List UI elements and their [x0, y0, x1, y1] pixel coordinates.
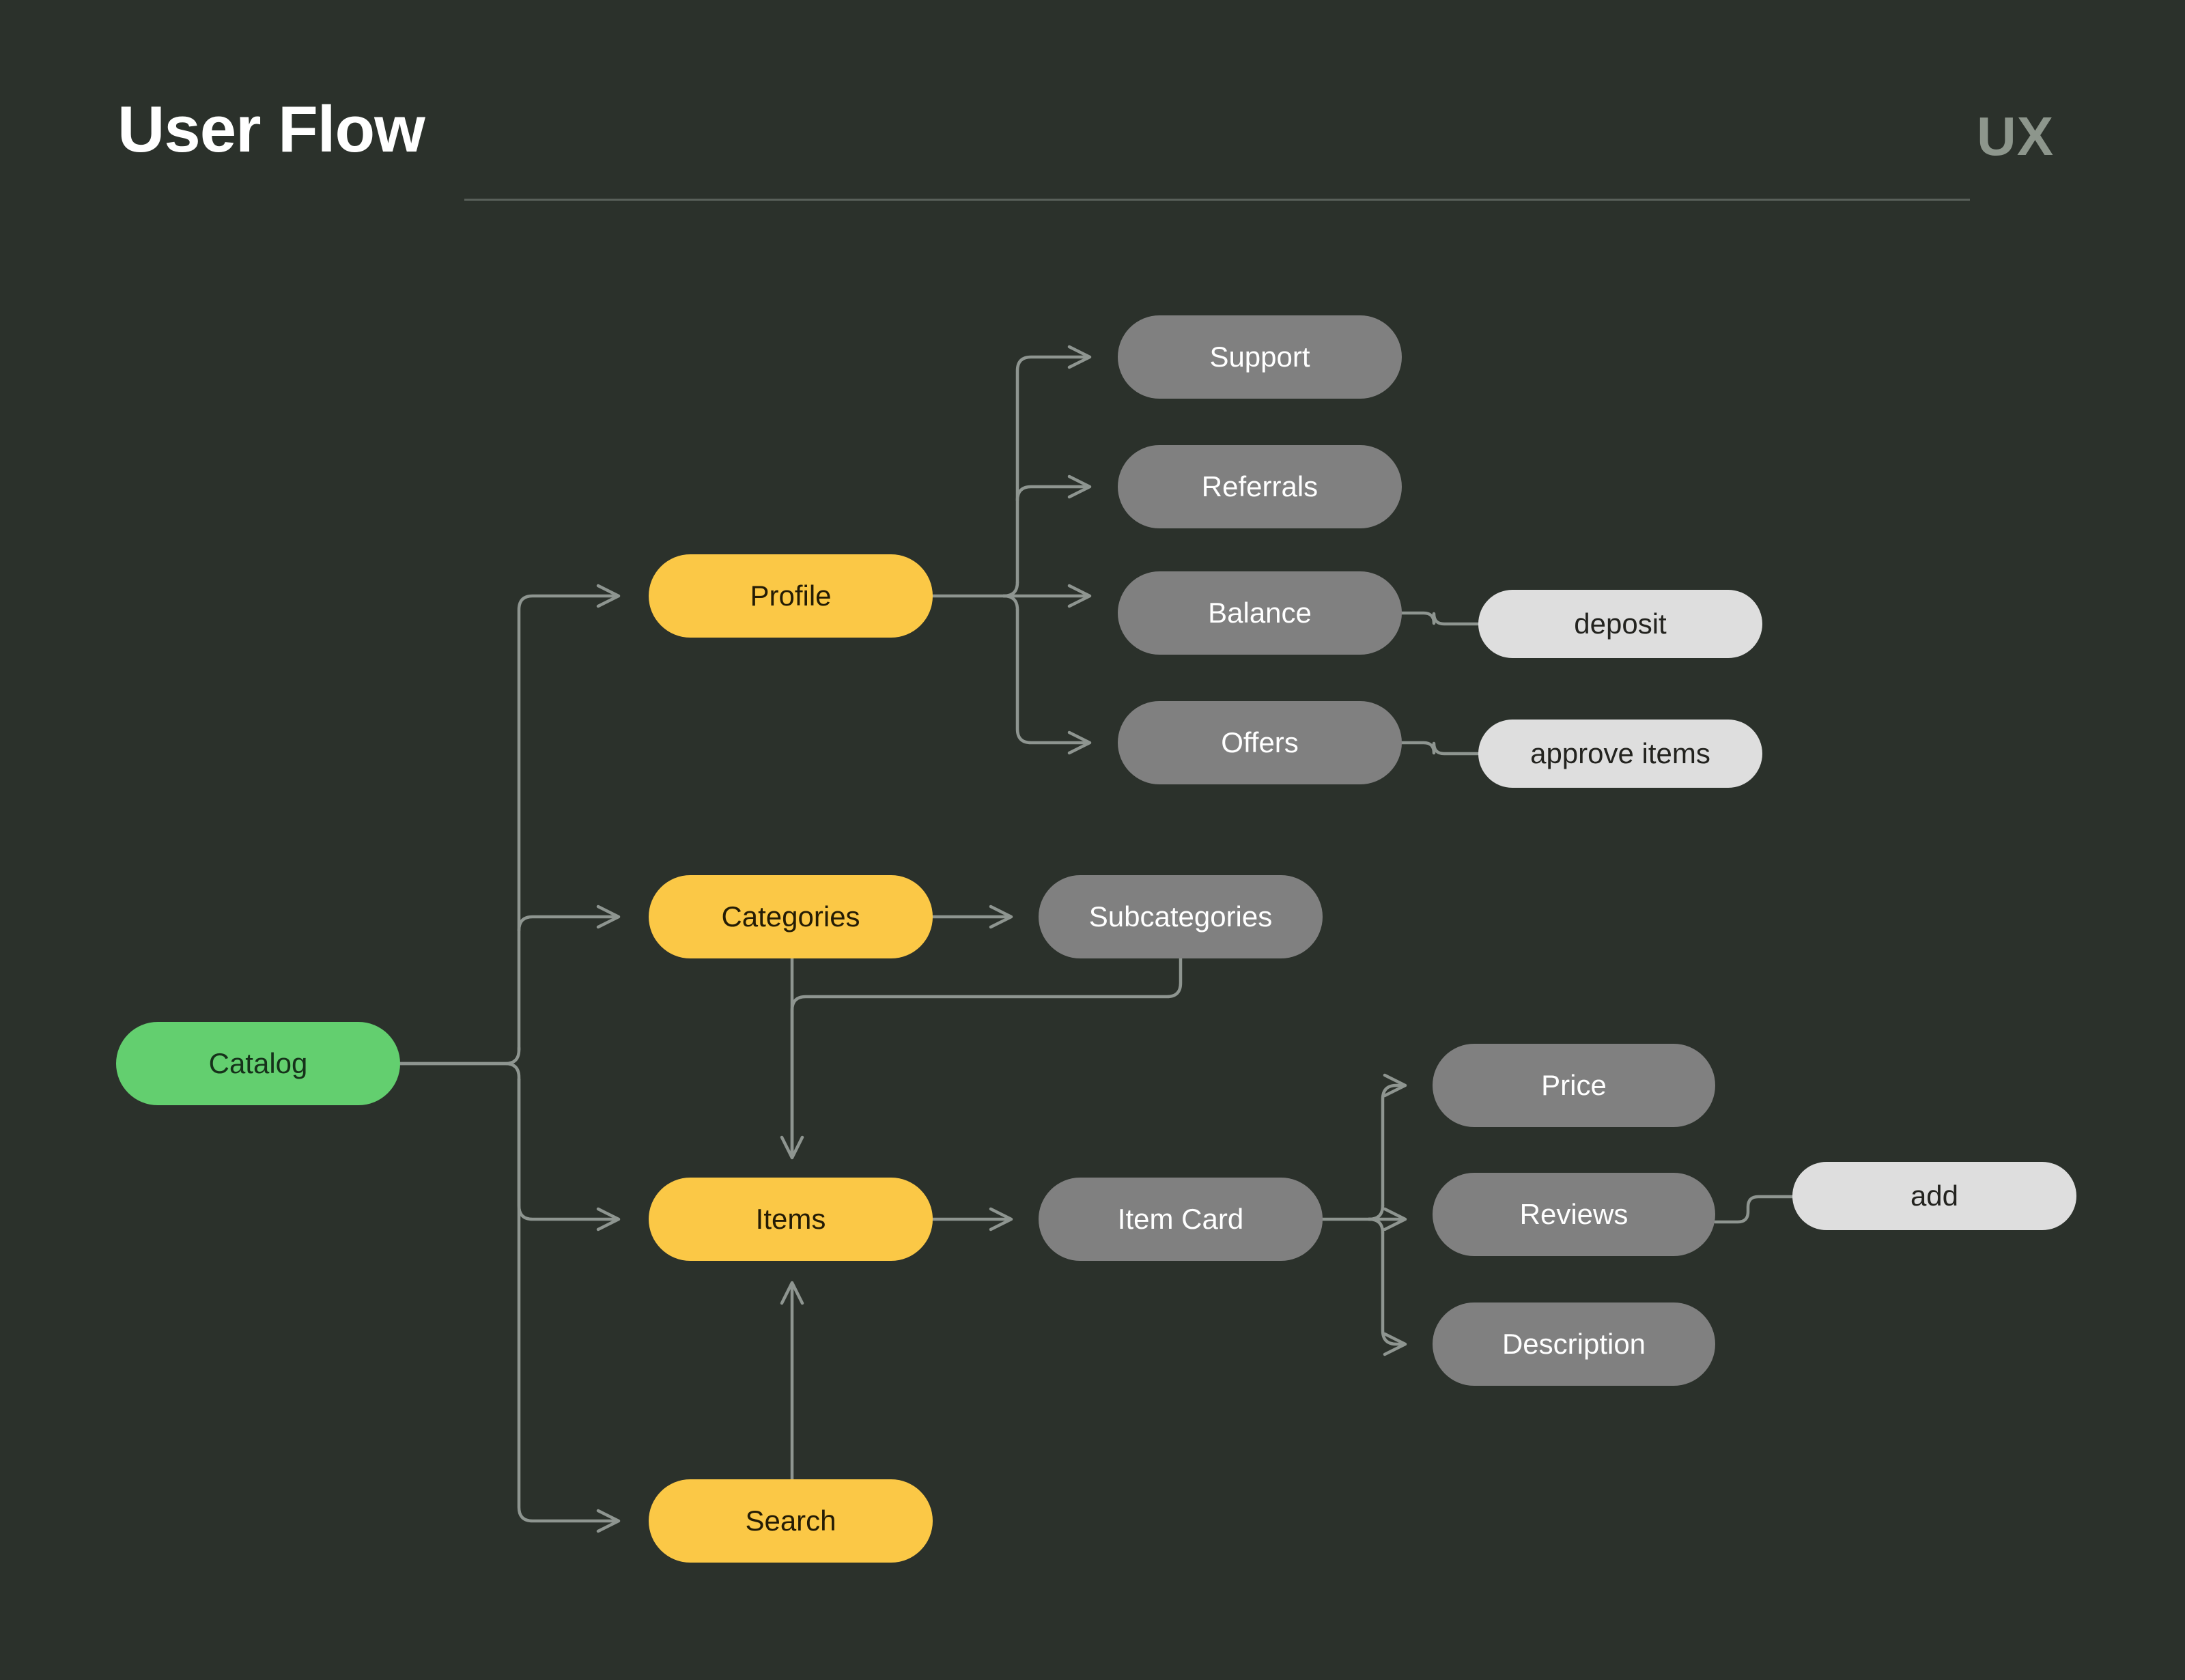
ux-badge: UX — [1977, 106, 2055, 167]
node-balance[interactable]: Balance — [1118, 571, 1402, 655]
node-label-categories: Categories — [721, 900, 860, 932]
node-label-item-card: Item Card — [1117, 1203, 1244, 1235]
node-label-offers: Offers — [1221, 726, 1299, 758]
node-price[interactable]: Price — [1433, 1044, 1715, 1127]
arrowhead-support — [1067, 345, 1092, 369]
node-label-deposit: deposit — [1574, 608, 1667, 640]
arrowhead-subcategories — [989, 905, 1013, 929]
node-label-subcategories: Subcategories — [1088, 900, 1273, 932]
edge-itemcard-corner-up — [1367, 1204, 1385, 1221]
node-add[interactable]: add — [1792, 1162, 2076, 1230]
edge-catalog-search — [517, 1077, 617, 1523]
node-approve-items[interactable]: approve items — [1478, 720, 1762, 788]
edge-itemcard-price — [1381, 1083, 1403, 1208]
arrowhead-categories — [596, 905, 621, 929]
edge-profile-support — [1015, 355, 1088, 584]
edge-catalog-trunk-down — [398, 1062, 521, 1081]
node-label-referrals: Referrals — [1201, 470, 1319, 502]
edge-balance-deposit — [1400, 611, 1480, 626]
node-label-reviews: Reviews — [1519, 1198, 1629, 1230]
edge-catalog-categories — [517, 915, 617, 932]
edge-catalog-items — [517, 1077, 617, 1221]
arrowhead-items-bottom — [780, 1281, 804, 1305]
edge-catalog-trunk-up — [398, 1046, 521, 1066]
arrowhead-search — [596, 1509, 621, 1533]
header-divider — [464, 199, 1970, 201]
node-item-card[interactable]: Item Card — [1039, 1178, 1323, 1261]
node-label-balance: Balance — [1208, 597, 1312, 629]
node-subcategories[interactable]: Subcategories — [1039, 875, 1323, 958]
edge-profile-corner-down — [1002, 594, 1019, 612]
node-label-catalog: Catalog — [208, 1047, 308, 1079]
edge-offers-approve — [1400, 741, 1480, 756]
node-label-approve-items: approve items — [1530, 737, 1710, 769]
arrowhead-offers — [1067, 730, 1092, 755]
node-profile[interactable]: Profile — [649, 554, 933, 638]
arrowhead-description — [1383, 1332, 1407, 1356]
arrowhead-profile — [596, 584, 621, 608]
page-title: User Flow — [117, 93, 425, 166]
node-description[interactable]: Description — [1433, 1302, 1715, 1386]
edge-profile-offers — [1015, 608, 1088, 745]
edge-itemcard-description — [1381, 1231, 1403, 1346]
arrowhead-items-top — [780, 1135, 804, 1160]
edge-profile-corner-up — [1002, 580, 1019, 598]
node-label-description: Description — [1502, 1328, 1646, 1360]
arrowhead-balance — [1067, 584, 1092, 608]
arrowhead-itemcard — [989, 1207, 1013, 1231]
node-label-items: Items — [755, 1203, 826, 1235]
edge-reviews-add — [1713, 1195, 1794, 1224]
page-header: User Flow UX — [0, 0, 2185, 225]
node-label-add: add — [1910, 1180, 1959, 1212]
node-label-search: Search — [745, 1505, 836, 1537]
arrowhead-items — [596, 1207, 621, 1231]
node-reviews[interactable]: Reviews — [1433, 1173, 1715, 1256]
node-label-support: Support — [1209, 341, 1310, 373]
node-catalog[interactable]: Catalog — [116, 1022, 400, 1105]
node-search[interactable]: Search — [649, 1479, 933, 1563]
node-categories[interactable]: Categories — [649, 875, 933, 958]
node-deposit[interactable]: deposit — [1478, 590, 1762, 658]
node-support[interactable]: Support — [1118, 315, 1402, 399]
node-referrals[interactable]: Referrals — [1118, 445, 1402, 528]
edge-profile-referrals — [1015, 485, 1088, 502]
node-items[interactable]: Items — [649, 1178, 933, 1261]
edge-subcategories-items — [790, 956, 1183, 1156]
arrowhead-reviews — [1383, 1207, 1407, 1231]
arrowhead-referrals — [1067, 474, 1092, 499]
edge-catalog-profile — [517, 594, 617, 1052]
node-label-price: Price — [1541, 1069, 1607, 1101]
node-offers[interactable]: Offers — [1118, 701, 1402, 784]
edge-itemcard-corner-down — [1367, 1217, 1385, 1235]
node-label-profile: Profile — [750, 580, 832, 612]
arrowhead-price — [1383, 1073, 1407, 1098]
